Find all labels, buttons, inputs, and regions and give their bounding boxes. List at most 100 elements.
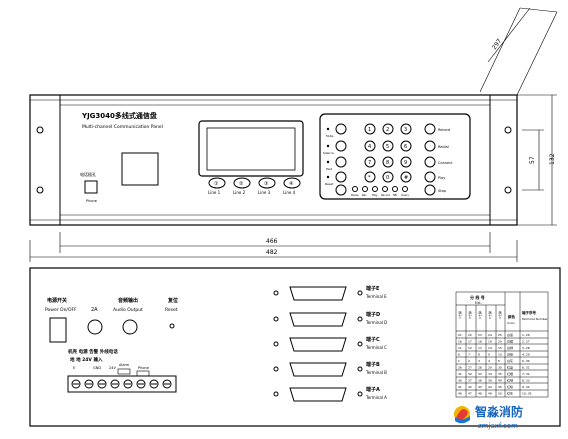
table-terminal-no-en: Terminal Number bbox=[521, 317, 548, 321]
connector-c[interactable]: 端子C Terminal C bbox=[273, 336, 387, 352]
connector-a[interactable]: 端子A Terminal A bbox=[273, 386, 387, 402]
key-7[interactable]: 7 bbox=[364, 156, 376, 168]
tab-key[interactable] bbox=[335, 184, 347, 196]
table-cell: 白灰 bbox=[507, 358, 513, 363]
terminal-b-cn: 端子B bbox=[366, 361, 380, 368]
screw-terminal[interactable] bbox=[84, 379, 94, 389]
line3-label: Line 3 bbox=[258, 190, 271, 195]
soft-key-2[interactable] bbox=[362, 186, 368, 192]
flame-logo-icon bbox=[454, 406, 470, 424]
table-cell: 30 bbox=[498, 366, 502, 370]
screw-terminal[interactable] bbox=[123, 379, 133, 389]
soft-label-4: Record bbox=[381, 193, 390, 197]
terminal-b-en: Terminal B bbox=[365, 370, 387, 375]
mark-phone: Phone bbox=[138, 366, 149, 370]
terminal-subheader: 地 地 24V 输入 bbox=[70, 356, 103, 363]
key-hash[interactable]: # bbox=[400, 171, 412, 183]
display-window bbox=[121, 152, 159, 186]
table-cell: 25 bbox=[498, 333, 502, 337]
stop-label: Stop bbox=[438, 189, 447, 193]
key-7-label: 7 bbox=[368, 160, 371, 166]
mute-key[interactable] bbox=[335, 123, 347, 135]
redial-key[interactable]: Redial bbox=[424, 140, 449, 152]
table-cell: 44 bbox=[488, 385, 492, 389]
fuse-holder[interactable] bbox=[87, 319, 103, 335]
table-cell: 10, 35 bbox=[522, 392, 532, 396]
phone-label-en: Phone bbox=[86, 199, 97, 203]
play-key[interactable]: Play bbox=[424, 171, 445, 183]
key-3[interactable]: 3 bbox=[400, 123, 412, 135]
table-cell: 41 bbox=[458, 385, 462, 389]
terminal-block bbox=[67, 375, 177, 393]
key-2[interactable]: 2 bbox=[382, 123, 394, 135]
soft-key-1[interactable] bbox=[352, 186, 358, 192]
key-0-label: 0 bbox=[386, 175, 389, 181]
key-5[interactable]: 5 bbox=[382, 140, 394, 152]
connect-key[interactable]: Connect bbox=[424, 156, 453, 168]
table-cell: 红棕 bbox=[507, 384, 513, 389]
line1-key[interactable] bbox=[208, 177, 226, 189]
test-key[interactable] bbox=[335, 156, 347, 168]
line3-key[interactable] bbox=[258, 177, 276, 189]
line4-label: Line 4 bbox=[283, 190, 296, 195]
screw-terminal[interactable] bbox=[136, 379, 146, 389]
model-subtitle: Multi-channel Communication Panel bbox=[82, 124, 163, 130]
terminal-e-en: Terminal E bbox=[365, 294, 387, 299]
key-4-label: 4 bbox=[368, 144, 371, 150]
audio-output-jack[interactable] bbox=[122, 319, 138, 335]
line-keys: ① ② ③ ④ Line 1 Line 2 Line 3 Line 4 bbox=[208, 177, 301, 195]
key-1[interactable]: 1 bbox=[364, 123, 376, 135]
key-9-label: 9 bbox=[404, 160, 407, 166]
key-hash-label: # bbox=[404, 175, 408, 181]
screw-terminal[interactable] bbox=[110, 379, 120, 389]
reset-key[interactable] bbox=[335, 171, 347, 183]
table-cell: 19 bbox=[488, 340, 492, 344]
screw-terminal[interactable] bbox=[97, 379, 107, 389]
key-9[interactable]: 9 bbox=[400, 156, 412, 168]
table-cell: 2, 27 bbox=[522, 340, 530, 344]
reset-button[interactable] bbox=[169, 323, 175, 329]
table-cell: 白棕 bbox=[507, 352, 513, 357]
line4-key[interactable] bbox=[283, 177, 301, 189]
key-star[interactable]: * bbox=[364, 171, 376, 183]
table-cell: 43 bbox=[478, 385, 482, 389]
table-cell: 15 bbox=[498, 346, 502, 350]
screw-terminal[interactable] bbox=[71, 379, 81, 389]
table-cell: 35 bbox=[498, 372, 502, 376]
audio-label-cn: 音频输出 bbox=[118, 297, 138, 304]
silence-label: Silence bbox=[323, 151, 334, 155]
soft-key-4[interactable] bbox=[382, 186, 388, 192]
table-cell: 5 bbox=[498, 359, 500, 363]
table-cell: 14 bbox=[488, 346, 492, 350]
connector-d[interactable]: 端子D Terminal D bbox=[273, 311, 387, 327]
connector-b[interactable]: 端子B Terminal B bbox=[273, 361, 387, 377]
soft-key-5[interactable] bbox=[392, 186, 398, 192]
power-switch[interactable] bbox=[49, 317, 67, 343]
terminal-a-cn: 端子A bbox=[366, 386, 380, 393]
stop-key[interactable]: Stop bbox=[424, 184, 447, 196]
key-4[interactable]: 4 bbox=[364, 140, 376, 152]
screw-terminal[interactable] bbox=[149, 379, 159, 389]
screw-terminal[interactable] bbox=[162, 379, 172, 389]
line2-key[interactable] bbox=[233, 177, 251, 189]
table-cell: 38 bbox=[478, 379, 482, 383]
connector-e[interactable]: 端子E Terminal E bbox=[273, 285, 387, 301]
phone-jack[interactable] bbox=[84, 180, 98, 194]
table-cell: 34 bbox=[488, 372, 492, 376]
table-cell: 4, 29 bbox=[522, 353, 530, 357]
key-0[interactable]: 0 bbox=[382, 171, 394, 183]
mute-label: Mute bbox=[326, 134, 334, 138]
key-6[interactable]: 6 bbox=[400, 140, 412, 152]
silence-key[interactable] bbox=[335, 140, 347, 152]
line2-label: Line 2 bbox=[233, 190, 246, 195]
soft-key-6[interactable] bbox=[402, 186, 408, 192]
line3-symbol: ③ bbox=[264, 181, 268, 187]
play-label: Play bbox=[438, 176, 445, 180]
soft-key-3[interactable] bbox=[372, 186, 378, 192]
table-cell: 7, 32 bbox=[522, 372, 530, 376]
terminal-e-cn: 端子E bbox=[366, 285, 380, 292]
record-key[interactable]: Record bbox=[424, 123, 450, 135]
table-cell: 45 bbox=[498, 385, 502, 389]
key-8[interactable]: 8 bbox=[382, 156, 394, 168]
soft-label-6: Query bbox=[401, 193, 409, 197]
